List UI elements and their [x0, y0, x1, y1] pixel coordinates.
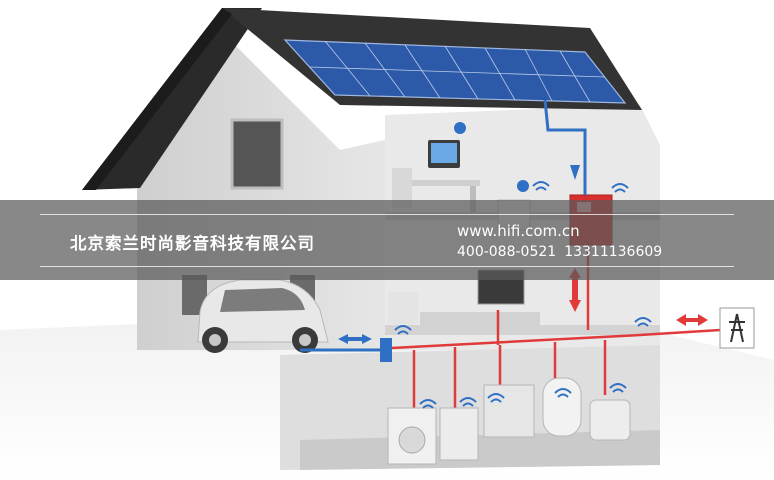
sofa: [388, 292, 418, 324]
wifi-icon: [394, 181, 652, 409]
meter-box: [380, 338, 392, 362]
banner-bottom-line: [40, 266, 734, 267]
double-arrow-blue: [338, 334, 372, 344]
website-url: www.hifi.com.cn: [457, 222, 580, 240]
phone-numbers: 400-088-0521 13311136609: [457, 244, 670, 260]
desk: [395, 180, 480, 186]
tv-cabinet: [420, 312, 540, 326]
water-heater: [542, 377, 582, 437]
grid-double-arrow-red: [676, 314, 708, 326]
banner-top-line: [40, 214, 734, 215]
washing-machine: [387, 407, 437, 465]
globe-icon: [517, 180, 529, 192]
interior-ground-floor: [385, 325, 660, 335]
grid-tower-icon: [719, 307, 755, 349]
dryer: [439, 407, 479, 461]
chair: [392, 168, 412, 208]
company-name: 北京索兰时尚影音科技有限公司: [70, 234, 315, 253]
upper-window: [230, 118, 284, 190]
water-tank: [589, 399, 631, 441]
mobile-number: 13311136609: [564, 244, 663, 260]
boiler: [483, 384, 535, 438]
roof-edge: [82, 8, 232, 190]
desk-leg: [470, 186, 476, 212]
solar-panel-grid: [309, 40, 606, 103]
data-lines: [300, 99, 587, 352]
tablet: [428, 140, 460, 168]
cloud-badge-icon: [454, 122, 466, 134]
car: [197, 279, 329, 353]
down-arrow-blue: [570, 165, 580, 180]
hotline-number: 400-088-0521: [457, 244, 557, 260]
